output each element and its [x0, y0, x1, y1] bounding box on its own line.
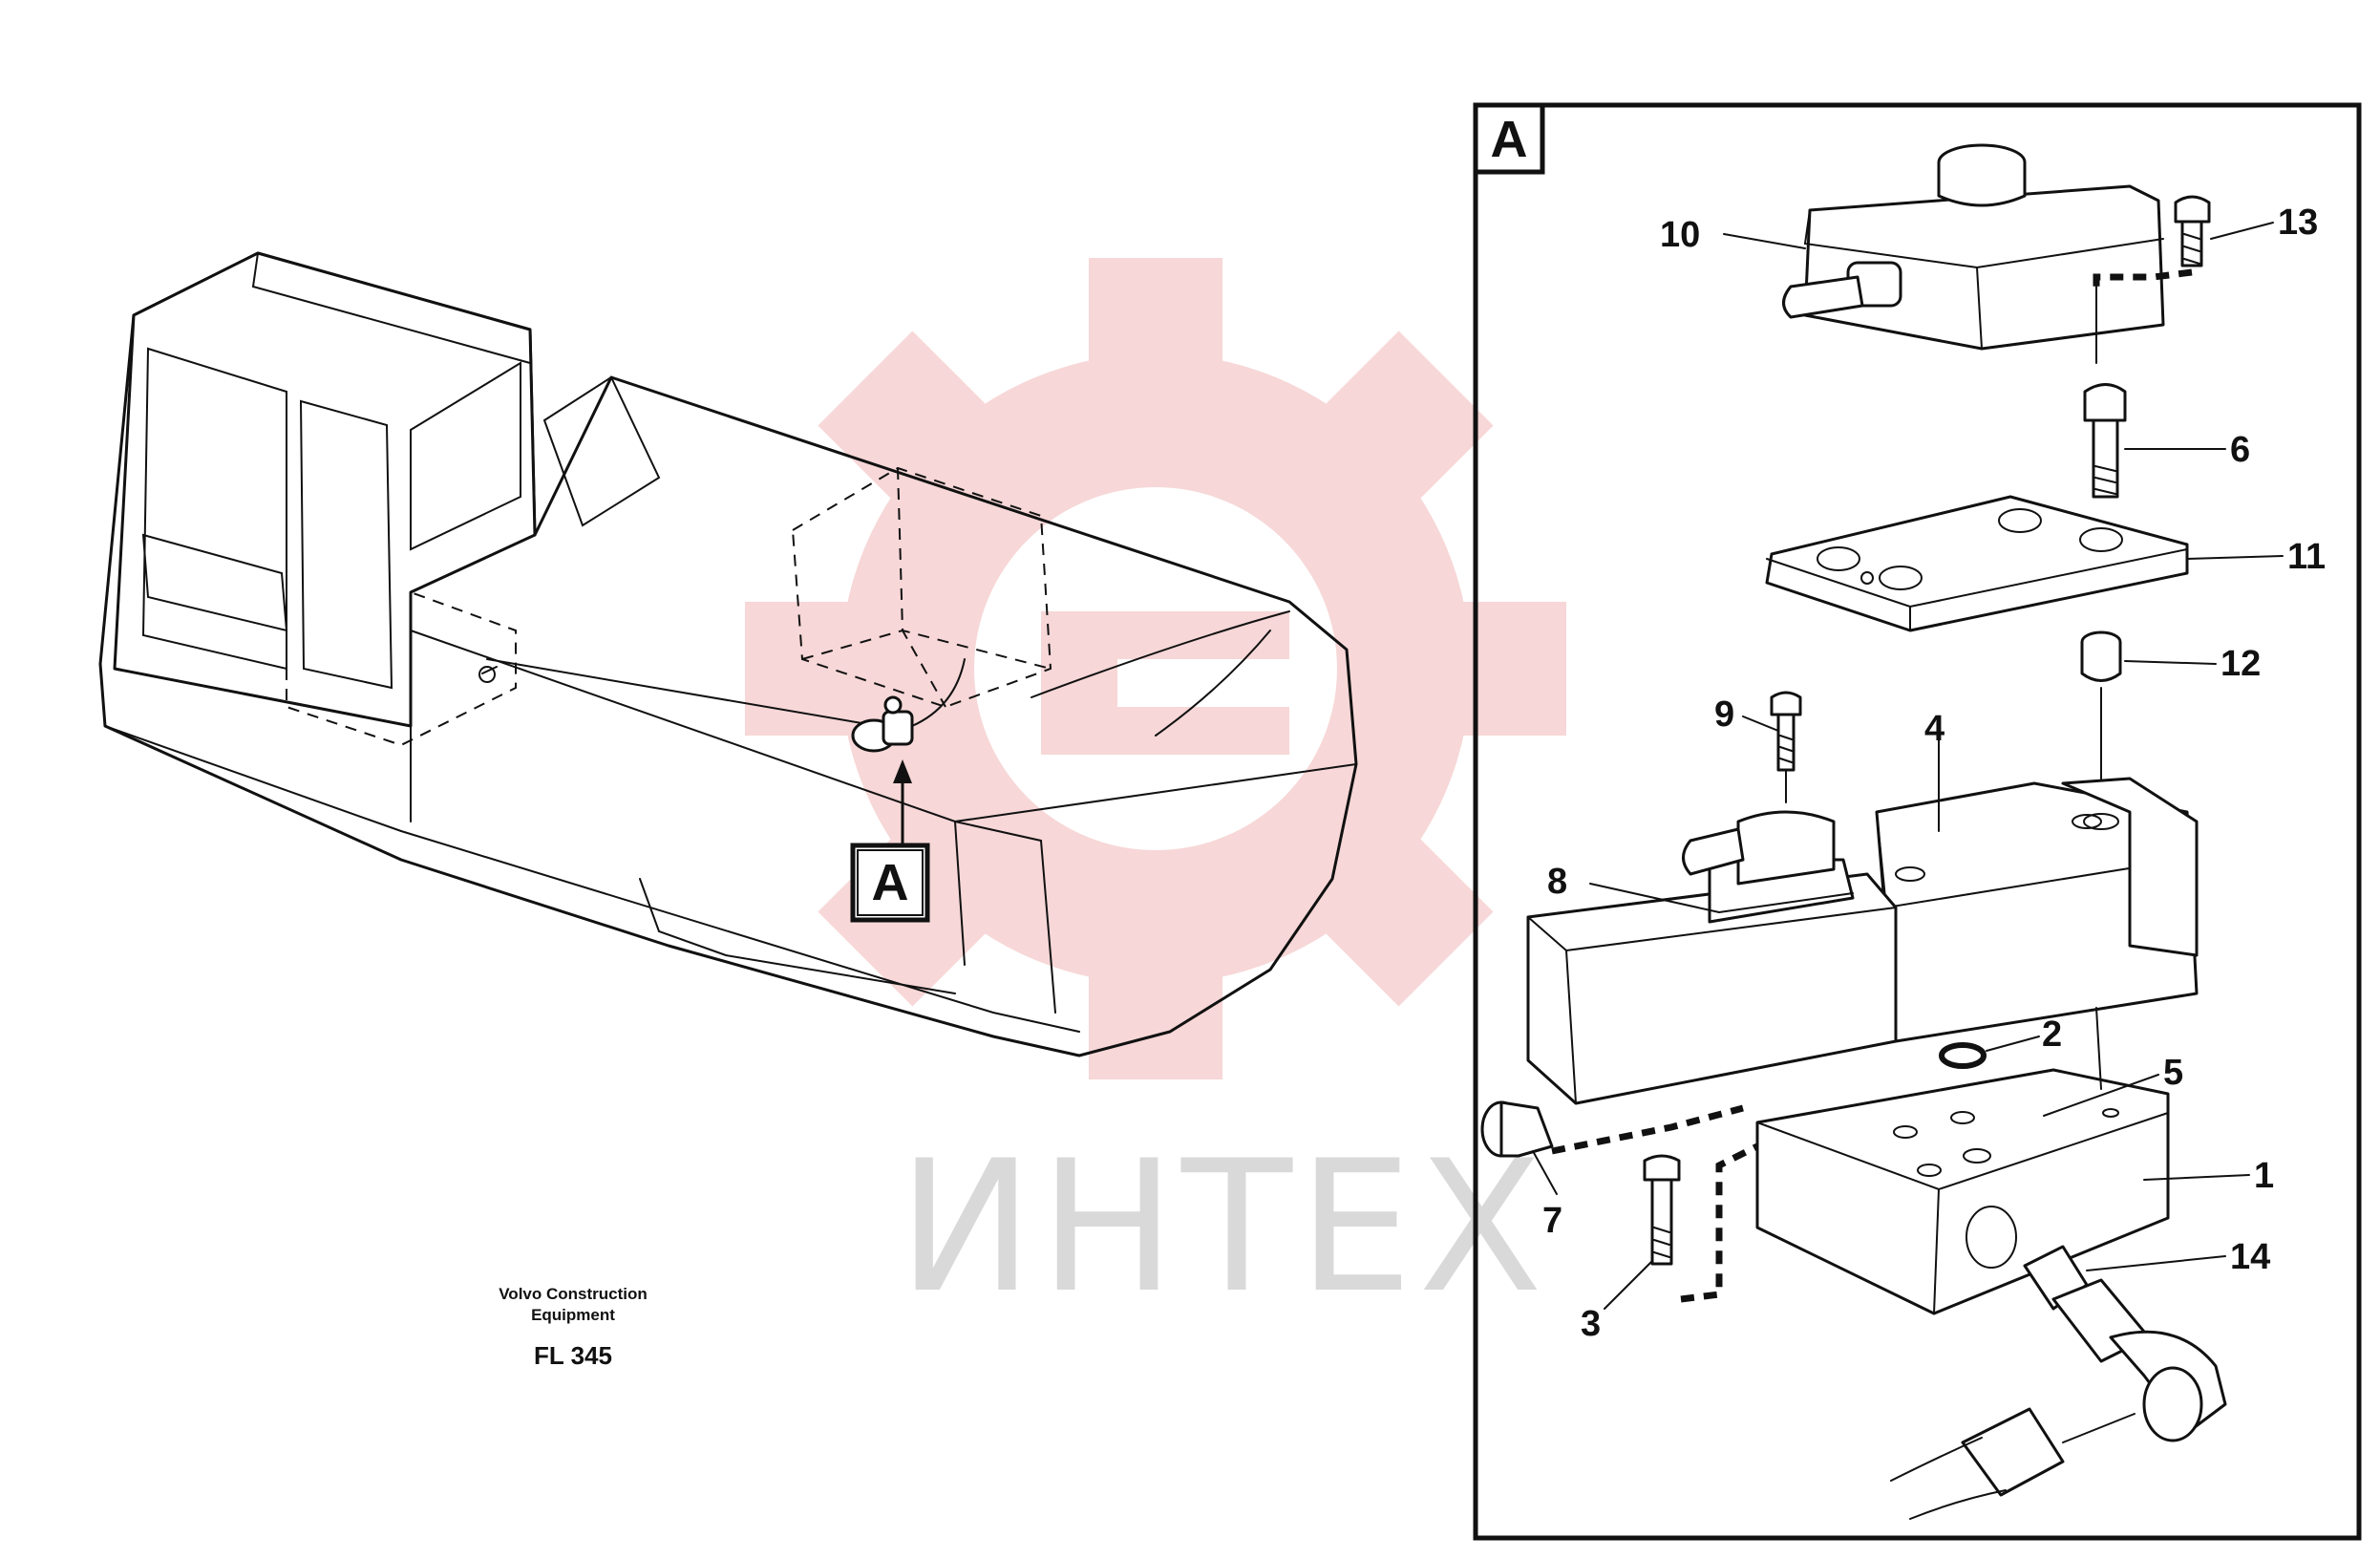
- part-label-8: 8: [1547, 862, 1567, 902]
- part-label-6: 6: [2230, 430, 2250, 470]
- detail-a-label: A: [1491, 111, 1528, 168]
- part-label-7: 7: [1542, 1201, 1562, 1241]
- part-3-screw: [1643, 1143, 1759, 1303]
- detail-a-frame: A: [1473, 102, 2362, 1541]
- part-12-bushing: [2080, 630, 2122, 813]
- part-9-screw: [1770, 691, 1802, 803]
- part-11-plate: [1765, 495, 2189, 632]
- callout-a-label: A: [872, 854, 909, 911]
- part-label-1: 1: [2254, 1156, 2274, 1196]
- leader-lines: [1532, 222, 2284, 1310]
- watermark-text: ИНТЕХ: [898, 1121, 1548, 1333]
- part-7-plug: [1480, 1100, 1744, 1158]
- watermark-gear-icon: [745, 258, 1566, 1079]
- part-label-2: 2: [2042, 1014, 2062, 1055]
- part-label-10: 10: [1660, 215, 1700, 255]
- part-label-13: 13: [2278, 203, 2318, 243]
- part-label-12: 12: [2221, 644, 2261, 684]
- credit-line-2: Equipment: [531, 1306, 615, 1324]
- part-label-9: 9: [1714, 694, 1734, 735]
- part-label-5: 5: [2163, 1053, 2183, 1093]
- credit-line-1: Volvo Construction: [499, 1285, 648, 1303]
- part-number-labels: 10 13 6 11 12 9 4 8 2 5 1 14 7 3: [1542, 203, 2326, 1344]
- part-label-11: 11: [2287, 537, 2326, 577]
- part-6-screw: [2083, 286, 2127, 499]
- valve-location-icon: [851, 658, 966, 753]
- part-8-gasket: [1718, 892, 1854, 913]
- drawing-code: FL 345: [534, 1341, 612, 1370]
- callout-a: A: [850, 843, 930, 923]
- part-2-o-ring: [1939, 1042, 1987, 1069]
- part-14-fitting: [1890, 1245, 2227, 1520]
- part-4-valve-body: [1526, 777, 2199, 1105]
- machine-overview: [98, 251, 1358, 1057]
- part-label-4: 4: [1924, 709, 1944, 749]
- part-13-screw: [2093, 195, 2211, 287]
- part-10-switch-cover: [1782, 143, 2165, 351]
- part-label-3: 3: [1581, 1304, 1601, 1344]
- part-label-14: 14: [2230, 1237, 2270, 1277]
